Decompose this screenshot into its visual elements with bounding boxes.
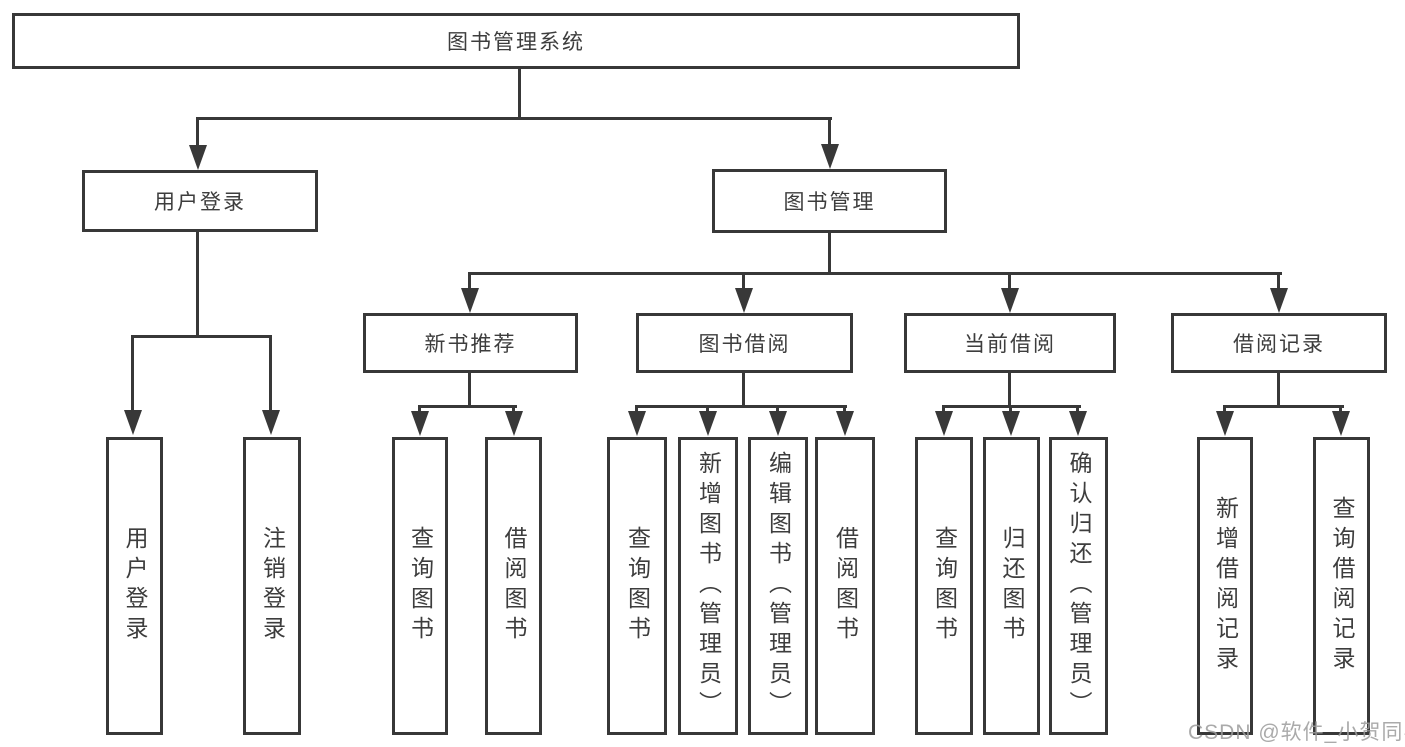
connector-level2-rail	[196, 117, 832, 120]
arrowhead-book-management-icon	[821, 144, 839, 169]
node-label: 归还图书	[999, 526, 1025, 646]
connector-to-user-login	[196, 117, 199, 149]
node-label: 当前借阅	[964, 333, 1056, 356]
node-leaf-borrow-books: 借阅图书	[815, 437, 875, 735]
node-leaf-borrow-books-recommend: 借阅图书	[485, 437, 542, 735]
arrowhead-user-login-icon	[189, 145, 207, 170]
arrowhead-leaf-icon	[628, 411, 646, 436]
arrowhead-leaf-icon	[769, 411, 787, 436]
node-leaf-query-borrow-record: 查询借阅记录	[1313, 437, 1370, 735]
node-book-borrowing: 图书借阅	[636, 313, 853, 373]
arrowhead-book-borrowing-icon	[735, 288, 753, 313]
node-leaf-query-books-recommend: 查询图书	[392, 437, 448, 735]
node-leaf-user-login: 用户登录	[106, 437, 163, 735]
connector-book-management-stem	[828, 233, 831, 275]
node-label: 查询图书	[931, 526, 958, 646]
connector-to-leaf	[706, 405, 709, 415]
node-label: 注销登录	[259, 526, 286, 646]
connector-to-current-borrowing	[1008, 272, 1011, 292]
connector-borrowing-records-stem	[1277, 373, 1280, 408]
node-label: 查询图书	[407, 526, 434, 646]
connector-new-book-recommendation-stem	[468, 373, 471, 408]
connector-to-book-management	[828, 117, 831, 148]
connector-to-leaf	[635, 405, 638, 415]
connector-book-borrowing-stem	[742, 373, 745, 408]
connector-to-leaf	[1339, 405, 1342, 415]
node-label: 查询借阅记录	[1329, 496, 1355, 676]
node-leaf-query-books-borrowing: 查询图书	[607, 437, 667, 735]
node-user-login: 用户登录	[82, 170, 318, 232]
node-label: 用户登录	[122, 526, 148, 646]
node-label: 用户登录	[154, 191, 246, 214]
arrowhead-leaf-icon	[1216, 411, 1234, 436]
node-leaf-add-borrow-record: 新增借阅记录	[1197, 437, 1253, 735]
node-root-library-management-system: 图书管理系统	[12, 13, 1020, 69]
node-leaf-query-books-current: 查询图书	[915, 437, 973, 735]
connector-to-leaf	[1009, 405, 1012, 415]
connector-root-stem	[518, 68, 521, 118]
arrowhead-leaf-icon	[1069, 411, 1087, 436]
connector-current-borrowing-stem	[1008, 373, 1011, 408]
connector-records-rail	[1223, 405, 1344, 408]
connector-to-leaf-user-login	[131, 335, 134, 413]
node-label: 编辑图书（管理员）	[765, 451, 792, 721]
arrowhead-borrowing-records-icon	[1270, 288, 1288, 313]
arrowhead-leaf-icon	[1002, 411, 1020, 436]
node-current-borrowing: 当前借阅	[904, 313, 1116, 373]
node-leaf-add-book-admin: 新增图书（管理员）	[678, 437, 738, 735]
connector-to-leaf	[418, 405, 421, 415]
arrowhead-current-borrowing-icon	[1001, 288, 1019, 313]
node-label: 新增图书（管理员）	[695, 451, 722, 721]
csdn-watermark: CSDN @软件_小贺同学	[1188, 721, 1405, 744]
arrowhead-leaf-icon	[699, 411, 717, 436]
connector-to-leaf	[843, 405, 846, 415]
node-leaf-edit-book-admin: 编辑图书（管理员）	[748, 437, 808, 735]
arrowhead-leaf-icon	[505, 411, 523, 436]
arrowhead-leaf-icon	[836, 411, 854, 436]
node-label: 新增借阅记录	[1212, 496, 1239, 676]
connector-borrowing-rail	[635, 405, 847, 408]
node-label: 借阅记录	[1233, 333, 1325, 356]
arrowhead-leaf-user-login-icon	[124, 410, 142, 435]
arrowhead-leaf-icon	[935, 411, 953, 436]
node-label: 查询图书	[624, 526, 651, 646]
connector-to-leaf	[1076, 405, 1079, 415]
connector-to-book-borrowing	[742, 272, 745, 292]
node-leaf-confirm-return-admin: 确认归还（管理员）	[1049, 437, 1108, 735]
connector-user-login-stem	[196, 232, 199, 338]
connector-to-leaf-logout	[269, 335, 272, 413]
connector-to-leaf	[942, 405, 945, 415]
node-new-book-recommendation: 新书推荐	[363, 313, 578, 373]
connector-to-leaf	[512, 405, 515, 415]
connector-to-leaf	[1223, 405, 1226, 415]
node-label: 新书推荐	[424, 333, 517, 356]
connector-to-borrowing-records	[1277, 272, 1280, 292]
arrowhead-new-book-recommendation-icon	[461, 288, 479, 313]
arrowhead-leaf-icon	[1332, 411, 1350, 436]
node-leaf-logout: 注销登录	[243, 437, 301, 735]
node-label: 图书借阅	[698, 333, 791, 356]
node-leaf-return-book: 归还图书	[983, 437, 1040, 735]
node-book-management: 图书管理	[712, 169, 947, 233]
connector-to-new-book-recommendation	[468, 272, 471, 292]
connector-to-leaf	[776, 405, 779, 415]
node-label: 图书管理系统	[447, 31, 585, 54]
arrowhead-leaf-logout-icon	[262, 410, 280, 435]
node-label: 借阅图书	[832, 526, 859, 646]
node-label: 确认归还（管理员）	[1066, 451, 1092, 721]
node-borrowing-records: 借阅记录	[1171, 313, 1387, 373]
connector-level3-rail	[468, 272, 1282, 275]
connector-recommendation-rail	[418, 405, 517, 408]
node-label: 图书管理	[783, 191, 876, 214]
node-label: 借阅图书	[501, 526, 527, 646]
arrowhead-leaf-icon	[411, 411, 429, 436]
connector-user-login-rail	[131, 335, 272, 338]
